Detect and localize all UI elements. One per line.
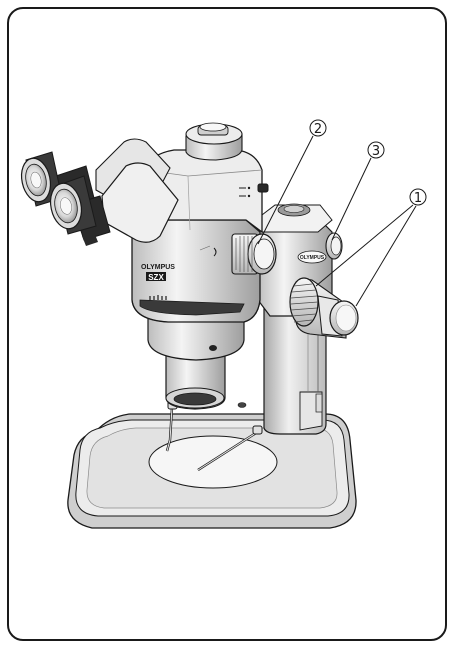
objective-lens [165, 353, 226, 410]
callout-3-label: 3 [372, 144, 380, 159]
callout-2-leader [257, 135, 314, 245]
callout-1-label: 1 [414, 191, 422, 206]
head-model-plate [146, 272, 166, 281]
stage-plate [148, 435, 278, 489]
callout-2-label: 2 [314, 122, 322, 137]
zoom-knob [231, 233, 277, 275]
zoom-scale-ticks [149, 295, 167, 300]
eyepiece-front [49, 175, 97, 235]
head-model-text: SZX [148, 273, 164, 282]
callout-1-leader-b [355, 205, 417, 307]
callout-1: 1 [315, 188, 427, 307]
callout-3-leader [331, 157, 372, 241]
camera-port [185, 122, 243, 161]
knob-brand-text: OLYMPUS [300, 255, 325, 261]
focus-knob [289, 277, 359, 339]
callout-2: 2 [257, 119, 327, 245]
callout-1-leader-a [315, 204, 414, 287]
eyepiece-rear [20, 151, 63, 207]
head-brand-text: OLYMPUS [141, 264, 175, 271]
knob-logo-badge [297, 250, 327, 264]
callout-3: 3 [331, 141, 385, 241]
tension-knob [325, 232, 343, 260]
stage-clip-right [197, 425, 263, 472]
microscope-base [67, 400, 357, 529]
page-frame [7, 7, 447, 641]
